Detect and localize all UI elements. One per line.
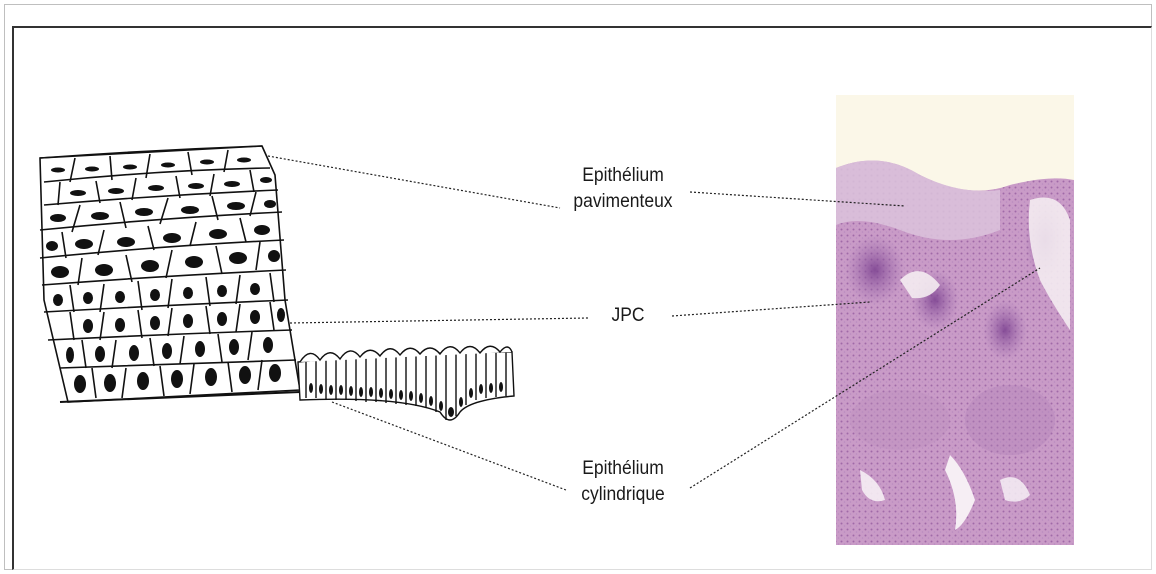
squamous-epithelium-drawing — [40, 146, 300, 402]
histology-micrograph — [836, 95, 1074, 545]
label-columnar-line2: cylindrique — [554, 482, 692, 508]
columnar-epithelium-drawing — [298, 346, 514, 420]
leader-jpc-left — [290, 318, 588, 323]
label-squamous-epithelium: Epithélium pavimenteux — [554, 163, 692, 215]
leader-squamous-left — [268, 156, 560, 208]
label-squamous-line2: pavimenteux — [554, 189, 692, 215]
label-junction: JPC — [591, 303, 665, 329]
label-squamous-line1: Epithélium — [554, 163, 692, 189]
label-columnar-epithelium: Epithélium cylindrique — [554, 456, 692, 508]
label-columnar-line1: Epithélium — [554, 456, 692, 482]
